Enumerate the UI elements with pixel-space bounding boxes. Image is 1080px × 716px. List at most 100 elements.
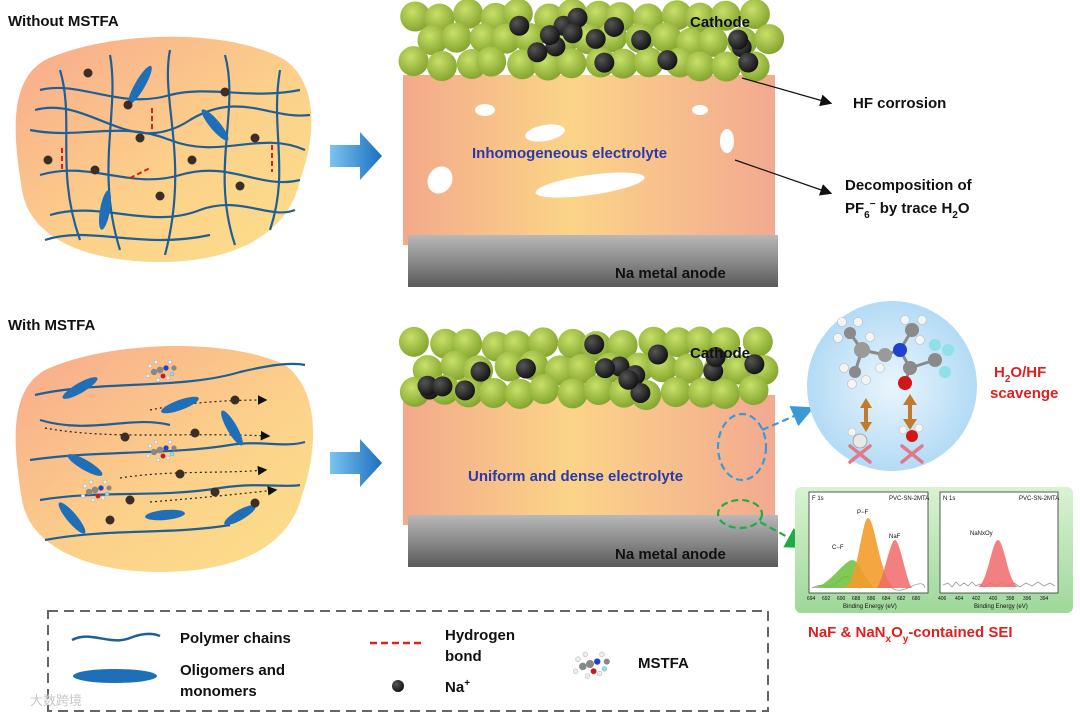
xps-right-corner: N 1s [943,496,955,502]
anode-bottom [408,515,778,567]
svg-text:400: 400 [989,596,998,602]
molecule-atom [145,453,151,459]
cathode-particle [441,22,472,53]
molecule-atom [603,658,610,665]
xps-peak-nanxoy: NaNxOy [970,531,993,537]
molecule-atom [573,668,579,674]
molecule-atom [156,446,164,454]
polymer-blob-bottom [15,346,314,572]
molecule-atom [150,368,158,376]
battery-top: Cathode Inhomogeneous electrolyte Na met… [398,0,785,287]
na-particle [527,42,548,63]
svg-text:686: 686 [867,596,876,602]
na-particle [585,28,606,49]
cathode-particle [440,350,471,381]
molecule-atom [88,479,94,485]
cathode-particle [651,22,682,53]
xps-f1s: F 1s PVC-SN-2MTA P−F C−F NaF 694 692 690… [807,491,929,610]
cathode-label-top: Cathode [690,14,750,31]
svg-text:692: 692 [822,596,831,602]
process-arrow-top [330,132,382,180]
cathode-particle [529,374,560,405]
na-particle [738,52,759,73]
arrow-hf-corrosion [741,77,833,107]
anode-top [408,235,778,287]
scavenge-label-line2: scavenge [990,385,1058,402]
hf-corrosion-label: HF corrosion [853,95,946,112]
svg-text:402: 402 [972,596,981,602]
cathode-particle [710,0,741,31]
xps-left-corner: F 1s [812,496,824,502]
title-without-mstfa: Without MSTFA [8,13,119,30]
molecule-atom [102,479,108,485]
na-particle [417,375,438,396]
legend-mstfa-label: MSTFA [638,655,689,672]
molecule-atom [575,656,581,662]
legend-polymer-label: Polymer chains [180,630,291,647]
na-particle [705,347,726,368]
cathode-particle [742,326,773,357]
cathode-particle [504,378,535,409]
cross-marks [848,444,924,464]
cathode-particle [453,0,484,29]
zoom-ellipse-sei [716,498,764,530]
molecule-atom [100,495,106,501]
molecule-atom [150,448,158,456]
na-particle [604,16,625,37]
cathode-particle [697,26,728,57]
cathode-particle [633,47,664,78]
polymer-chains-top [29,49,311,256]
cathode-particle [711,51,742,82]
svg-text:404: 404 [955,596,964,602]
molecule-atom [579,662,587,671]
na-particle [618,369,639,390]
na-ions-bottom [105,395,260,525]
molecule-atom [147,443,153,449]
cathode-particle [583,375,614,406]
cathode-particle [738,375,769,406]
interaction-arrows [860,394,917,432]
cathode-particle [478,377,509,408]
cathode-particle [739,0,770,30]
cathode-particle [476,46,507,77]
molecule-atom [95,493,101,499]
svg-text:406: 406 [938,596,947,602]
na-ions-top [43,68,260,201]
cathode-particle [412,355,443,386]
polymer-blob-top [15,36,312,262]
legend-mstfa-swatch [573,651,610,679]
cathode-particle [557,378,588,409]
cathode-particle [684,51,715,82]
molecule-atom [169,371,175,377]
legend-na-label: Na+ [445,678,470,696]
cathode-top [398,0,785,82]
cathode-particle [400,1,431,32]
na-particle [630,382,651,403]
cathode-particle [398,326,429,357]
na-particle [562,23,583,44]
molecule-zoom-circle [807,301,977,471]
na-particle [515,358,536,379]
cathode-particle [685,2,716,33]
molecule-atom [80,493,86,499]
svg-text:394: 394 [1040,596,1049,602]
molecule-atom [582,651,588,657]
na-particle [470,361,491,382]
cathode-particle [528,327,559,358]
molecule-atom [601,666,607,672]
svg-text:690: 690 [837,596,846,602]
na-particle [657,50,678,71]
molecule-atom [165,455,171,461]
voids-top [427,104,734,198]
xps-n1s: N 1s PVC-SN-2MTA NaNxOy 406 404 402 400 … [938,491,1059,610]
na-particle [648,344,669,365]
electrolyte-label-top: Inhomogeneous electrolyte [472,145,667,162]
legend-na-swatch [392,680,404,692]
na-particle [454,380,475,401]
molecule-atom [597,671,603,677]
cathode-particle [566,353,597,384]
cathode-particle [663,327,694,358]
molecule-atom [590,668,597,675]
